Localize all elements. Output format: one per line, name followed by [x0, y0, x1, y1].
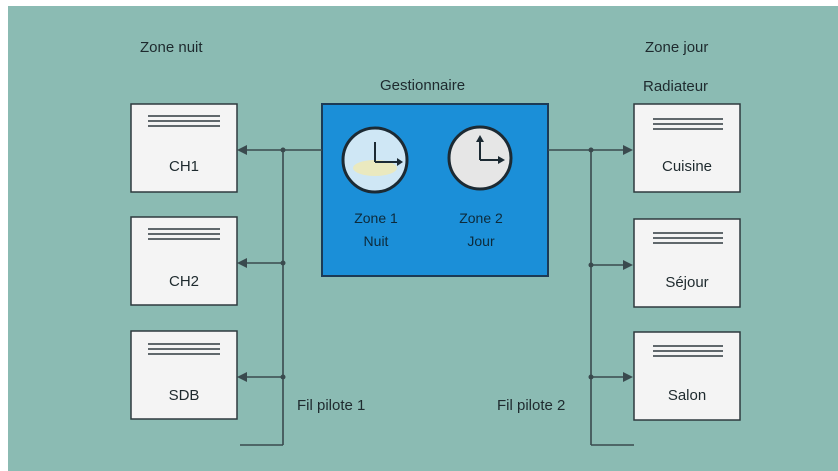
- gestionnaire-label: Gestionnaire: [380, 77, 465, 94]
- radiator-ch2: CH2: [130, 216, 238, 306]
- radiator-lines-icon: [653, 345, 723, 357]
- radiator-label: Salon: [668, 387, 706, 404]
- radiator-lines-icon: [148, 343, 220, 355]
- clock1-label-line2: Nuit: [364, 233, 389, 249]
- zone-jour-label: Zone jour: [645, 39, 708, 56]
- radiator-ch1: CH1: [130, 103, 238, 193]
- wiring-left: [237, 145, 322, 446]
- radiator-lines-icon: [653, 118, 723, 130]
- clock1-label-line1: Zone 1: [354, 210, 398, 226]
- radiator-label: CH2: [169, 273, 199, 290]
- radiator-label: Cuisine: [662, 158, 712, 175]
- radiator-lines-icon: [148, 228, 220, 240]
- radiateur-label: Radiateur: [643, 78, 708, 95]
- radiator-label: SDB: [169, 387, 200, 404]
- radiator-sejour: Séjour: [633, 218, 741, 308]
- radiator-salon: Salon: [633, 331, 741, 421]
- radiator-cuisine: Cuisine: [633, 103, 741, 193]
- clock-icon: [447, 125, 513, 191]
- clock2-label-line2: Jour: [467, 233, 495, 249]
- radiator-lines-icon: [148, 115, 220, 127]
- zone-nuit-label: Zone nuit: [140, 39, 203, 56]
- fil-pilote-1-label: Fil pilote 1: [297, 397, 365, 414]
- radiator-label: Séjour: [665, 274, 708, 291]
- manager-box: Zone 1 Nuit Zone 2 Jour: [321, 103, 549, 277]
- radiator-lines-icon: [653, 232, 723, 244]
- fil-pilote-2-label: Fil pilote 2: [497, 397, 565, 414]
- radiator-label: CH1: [169, 158, 199, 175]
- clock-icon: [341, 126, 409, 194]
- wiring-right: [548, 145, 634, 446]
- radiator-sdb: SDB: [130, 330, 238, 420]
- clock2-label-line1: Zone 2: [459, 210, 503, 226]
